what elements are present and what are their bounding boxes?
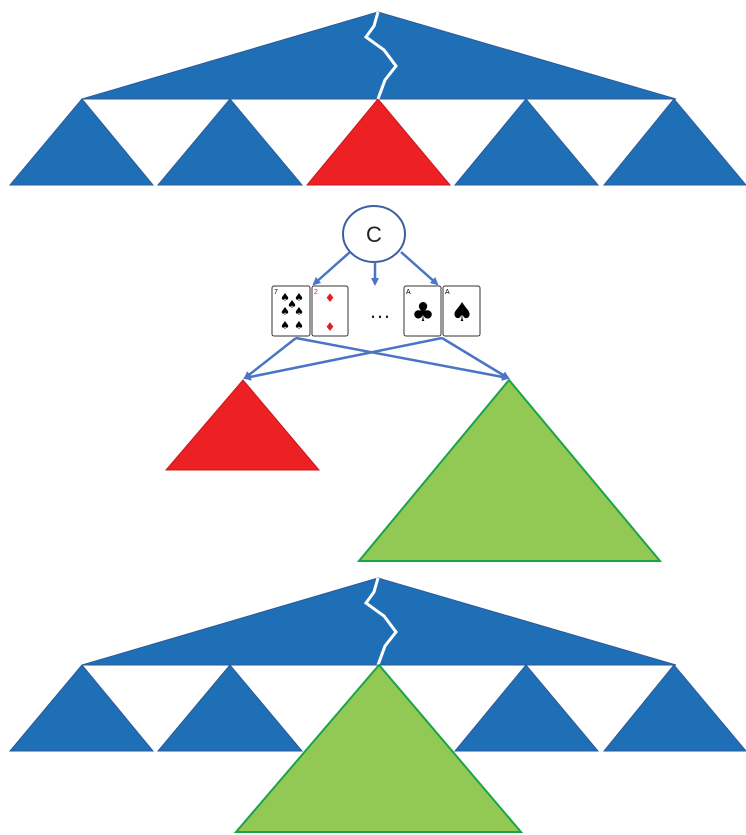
svg-text:♠: ♠ [287,298,297,311]
top-subtree-5 [602,98,746,186]
chance-arrows [312,251,439,286]
top-crack-line [363,11,398,100]
playing-card-seven-spades: 7 ♠♠ ♠ ♠♠ ♠♠ [271,285,311,337]
top-game-tree [8,11,746,186]
arrow-right-cards-to-red [243,336,443,381]
top-tree-root-triangle [81,11,677,100]
svg-text:♦: ♦ [325,320,336,334]
card-face [271,285,311,337]
svg-text:♠: ♠ [280,291,290,304]
diamond-icon: ♦ ♦ [325,291,336,334]
svg-text:♣: ♣ [411,298,434,328]
chance-node-label: C [366,222,382,247]
spade-icon: ♠ [450,298,473,328]
chance-node: C [342,205,406,263]
svg-text:♠: ♠ [280,319,290,332]
bottom-crack-line [363,577,398,666]
svg-text:♠: ♠ [294,319,304,332]
bottom-subtree-4 [453,664,600,752]
green-subgame-triangle [356,378,663,562]
playing-card-two-diamonds: 2 ♦ ♦ [311,285,349,337]
bottom-subtree-2 [156,664,304,752]
more-cards-ellipsis: … [369,298,391,323]
club-icon: ♣ [411,298,434,328]
svg-text:♠: ♠ [280,305,290,318]
top-subtree-1 [8,98,155,186]
card-group: 7 ♠♠ ♠ ♠♠ ♠♠ 2 ♦ ♦ … A ♣ [271,285,481,337]
card-rank-label: 7 [274,289,278,296]
playing-card-ace-spades: A ♠ [442,285,481,337]
svg-text:♠: ♠ [294,291,304,304]
red-subgame-triangle [164,379,321,471]
top-subtree-2 [156,98,304,186]
playing-card-ace-clubs: A ♣ [403,285,442,337]
arrow-right-cards-to-green [441,336,510,380]
arrow-to-first-card [312,251,351,286]
svg-text:♦: ♦ [325,291,336,305]
bottom-subtree-1 [8,664,155,752]
arrow-left-cards-to-green [295,336,510,381]
card-rank-label: A [445,289,450,296]
card-rank-label: 2 [314,289,318,296]
card-rank-label: A [406,289,411,296]
bottom-green-subgame-triangle [233,663,524,833]
arrow-to-last-card [400,251,439,286]
top-subtree-3-red [305,98,452,186]
card-face [403,285,442,337]
top-subtree-4 [453,98,600,186]
bottom-tree-root-triangle [81,577,677,666]
spade-icon: ♠♠ ♠ ♠♠ ♠♠ [280,291,304,332]
bottom-game-tree [8,577,746,833]
svg-text:♠: ♠ [450,298,473,328]
card-to-subgame-arrows [243,336,510,381]
svg-text:♠: ♠ [294,305,304,318]
arrow-left-cards-to-red [243,337,297,380]
card-face [311,285,349,337]
bottom-subtree-5 [602,664,746,752]
card-face [442,285,481,337]
